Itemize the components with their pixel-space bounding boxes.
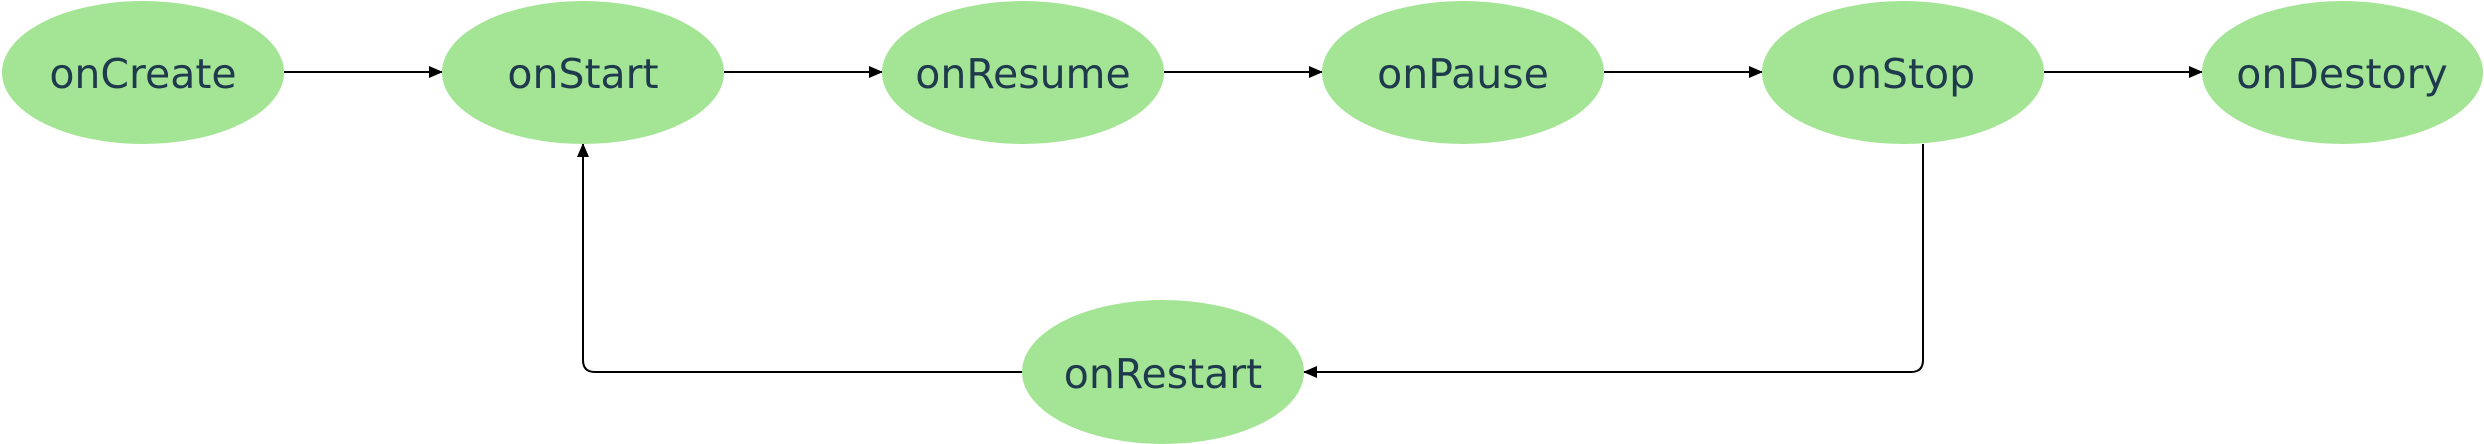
node-onstop-shape xyxy=(1762,1,2044,144)
edges xyxy=(284,66,2203,378)
node-ondestory-shape xyxy=(2202,1,2483,144)
node-onrestart: onRestart xyxy=(1022,300,1304,444)
edge-onrestart-onstart xyxy=(577,143,1022,373)
node-onresume-label: onResume xyxy=(915,50,1130,98)
node-onstart: onStart xyxy=(442,1,724,144)
node-onstart-label: onStart xyxy=(507,50,658,98)
node-onstop: onStop xyxy=(1762,1,2044,144)
node-ondestory-label: onDestory xyxy=(2236,50,2448,98)
node-onresume: onResume xyxy=(882,1,1164,144)
node-onrestart-shape xyxy=(1022,300,1304,444)
node-onpause: onPause xyxy=(1322,1,1604,144)
edge-onstop-onrestart xyxy=(1303,144,1924,378)
node-onresume-shape xyxy=(882,1,1164,144)
node-oncreate: onCreate xyxy=(2,1,284,144)
node-onpause-label: onPause xyxy=(1377,50,1549,98)
node-onrestart-label: onRestart xyxy=(1064,350,1262,398)
node-onstart-shape xyxy=(442,1,724,144)
node-ondestory: onDestory xyxy=(2202,1,2483,144)
node-oncreate-shape xyxy=(2,1,284,144)
node-onpause-shape xyxy=(1322,1,1604,144)
node-onstop-label: onStop xyxy=(1831,50,1975,98)
node-oncreate-label: onCreate xyxy=(49,50,236,98)
